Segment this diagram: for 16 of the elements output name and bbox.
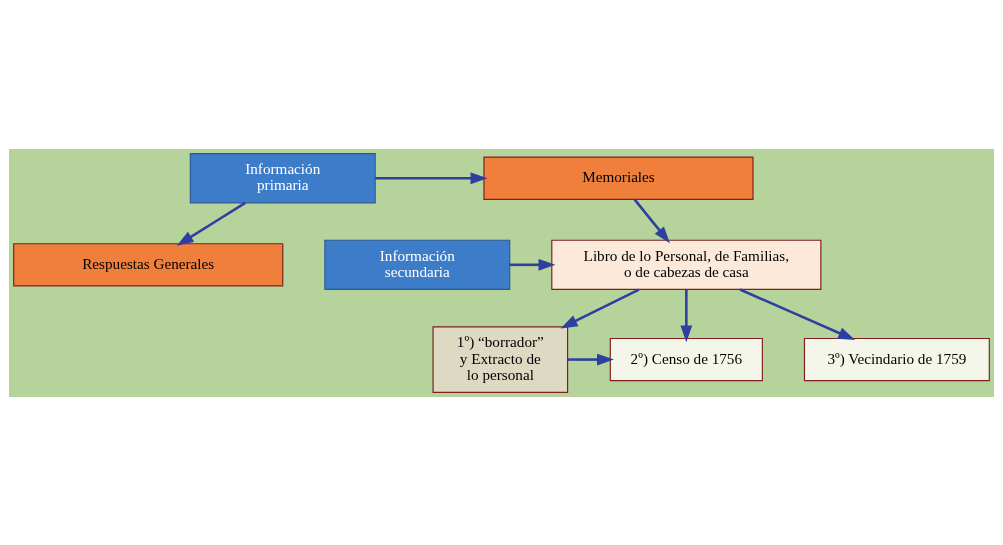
arrow <box>739 287 856 340</box>
node-box: Memoriales <box>483 156 754 200</box>
arrow <box>509 258 556 271</box>
arrow <box>375 171 488 184</box>
node-box: Respuestas Generales <box>13 242 284 286</box>
node-box: Información secundaria <box>324 239 511 290</box>
arrow <box>567 353 614 365</box>
node-box: 1º) “borrador” y Extracto de lo personal <box>432 325 569 393</box>
node-box: 2º) Censo de 1756 <box>609 337 763 381</box>
arrow <box>680 289 693 342</box>
node-box: Libro de lo Personal, de Familias, o de cabezas de casa <box>551 239 822 290</box>
arrow <box>560 287 640 328</box>
arrow <box>633 198 670 243</box>
node-box: Información primaria <box>189 152 376 203</box>
arrow <box>176 201 246 246</box>
node-box: 3º) Vecindario de 1759 <box>803 337 990 381</box>
